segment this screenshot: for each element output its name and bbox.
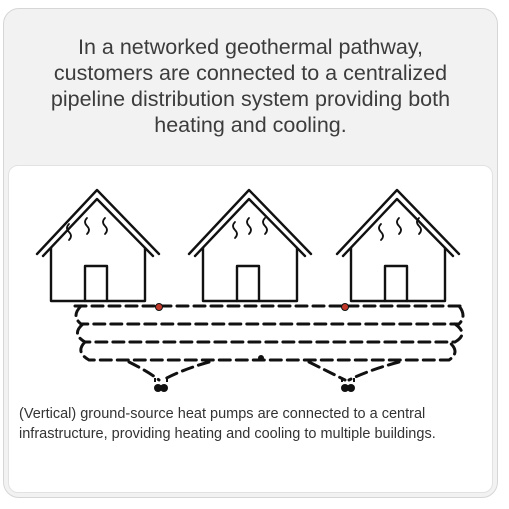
header-text: In a networked geothermal pathway, custo… [50,35,451,137]
heat-wave-icon [66,217,108,241]
info-card: In a networked geothermal pathway, custo… [3,8,498,498]
illustration-panel: (Vertical) ground-source heat pumps are … [8,165,493,493]
pipe-junction [258,355,264,361]
house-icon [187,188,313,303]
house-icon [335,188,461,303]
connection-points [155,303,349,311]
ground-heat-pump-icon [154,378,168,392]
house-icon [35,188,161,303]
ground-heat-pump-icon [341,378,355,392]
geothermal-network-illustration [35,188,467,392]
panel-description: (Vertical) ground-source heat pumps are … [19,406,436,442]
heat-wave-icon [378,217,422,241]
heat-wave-icon [232,217,268,239]
card-header: In a networked geothermal pathway, custo… [4,9,497,163]
pipe-loop-icon [73,304,467,382]
